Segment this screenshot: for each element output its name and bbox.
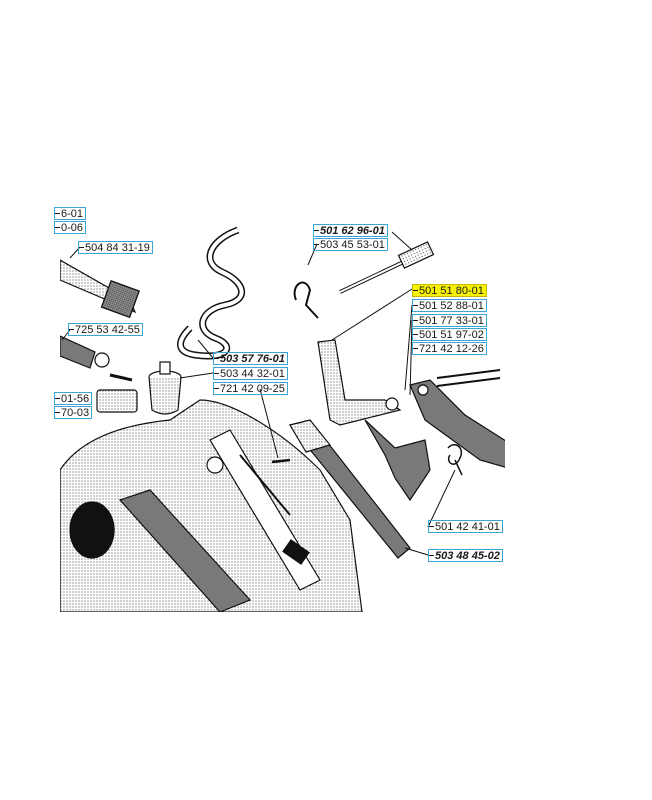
part-number-label: 70-03 [54, 406, 93, 419]
part-number-label: 504 84 31-19 [78, 241, 153, 254]
part-number-label: 503 44 32-01 [213, 367, 288, 380]
part-number-label: 501 52 88-01 [412, 299, 487, 312]
part-number-label: 721 42 12-26 [412, 342, 487, 355]
part-number-label: 501 62 96-01 [313, 224, 388, 237]
part-number-label-highlighted: 501 51 80-01 [412, 284, 487, 297]
part-number-label: 501 42 41-01 [428, 520, 503, 533]
part-number-label: 0-06 [54, 221, 87, 234]
part-number-label: 721 42 09-25 [213, 382, 288, 395]
part-number-label: 503 45 53-01 [313, 238, 388, 251]
part-number-label: 6-01 [54, 207, 87, 220]
part-number-label: 503 48 45-02 [428, 549, 503, 562]
part-number-label: 01-56 [54, 392, 93, 405]
part-number-label: 725 53 42-55 [68, 323, 143, 336]
lever-shape [409, 379, 505, 468]
part-number-label: 501 77 33-01 [412, 314, 487, 327]
part-number-label: 501 51 97-02 [412, 328, 487, 341]
linkage-shape [317, 339, 402, 426]
part-number-label: 503 57 76-01 [213, 352, 288, 365]
